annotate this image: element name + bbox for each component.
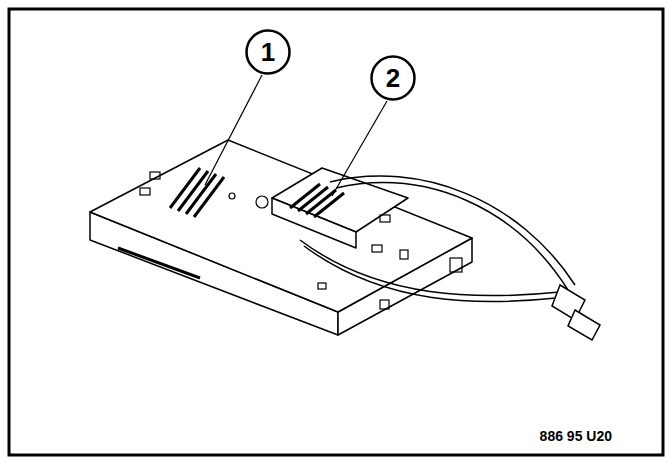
top-face	[90, 140, 472, 312]
callout-number: 2	[386, 65, 400, 91]
callout-number: 1	[261, 39, 275, 65]
figure-code: 886 95 U20	[540, 428, 612, 444]
leader-1	[205, 75, 262, 185]
leader-lines	[205, 75, 387, 196]
frame	[9, 9, 663, 455]
hatch-part-1	[170, 168, 224, 217]
callout-circle: 1	[245, 29, 291, 75]
cable	[300, 176, 575, 302]
callout-ring	[247, 31, 290, 74]
callout-ring	[372, 57, 415, 100]
leader-2	[332, 101, 387, 196]
module-housing	[90, 140, 472, 335]
raised-side	[272, 198, 356, 248]
callout-circle: 2	[370, 55, 416, 101]
cable-plug	[552, 285, 600, 340]
